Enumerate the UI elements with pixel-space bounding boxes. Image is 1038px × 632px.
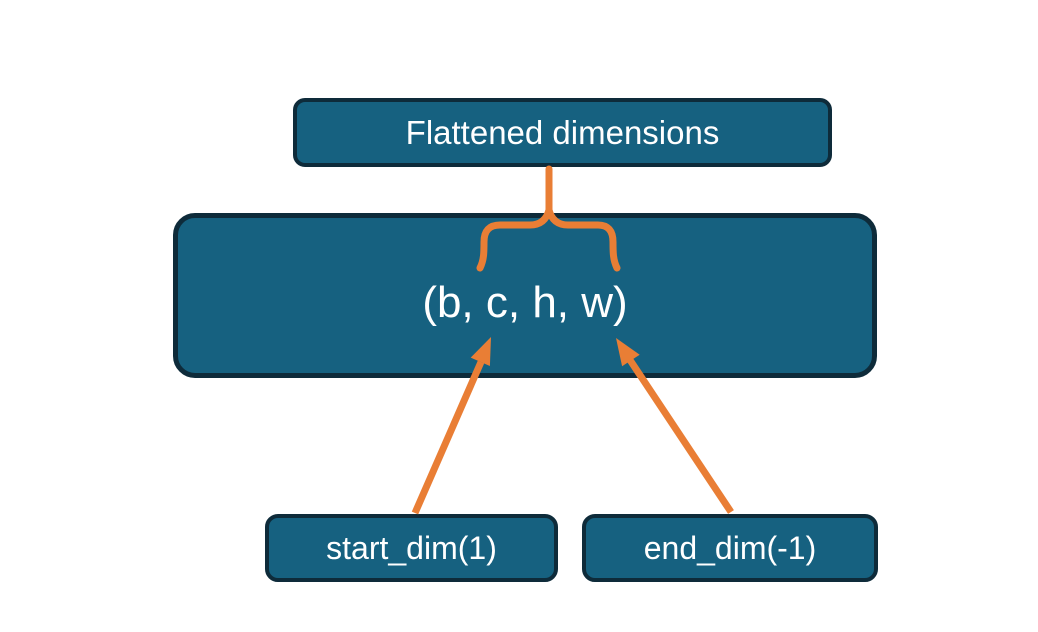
arrow-start-dim-line	[411, 360, 485, 515]
node-flattened-dimensions-label: Flattened dimensions	[405, 113, 720, 151]
node-flattened-dimensions: Flattened dimensions	[293, 98, 832, 167]
arrow-end-dim-line	[627, 358, 734, 514]
node-start-dim-label: start_dim(1)	[326, 529, 497, 566]
node-end-dim: end_dim(-1)	[582, 514, 878, 582]
node-end-dim-label: end_dim(-1)	[643, 529, 817, 566]
node-start-dim: start_dim(1)	[265, 514, 558, 582]
node-tensor-shape-label: (b, c, h, w)	[422, 277, 628, 327]
node-tensor-shape: (b, c, h, w)	[173, 213, 877, 378]
